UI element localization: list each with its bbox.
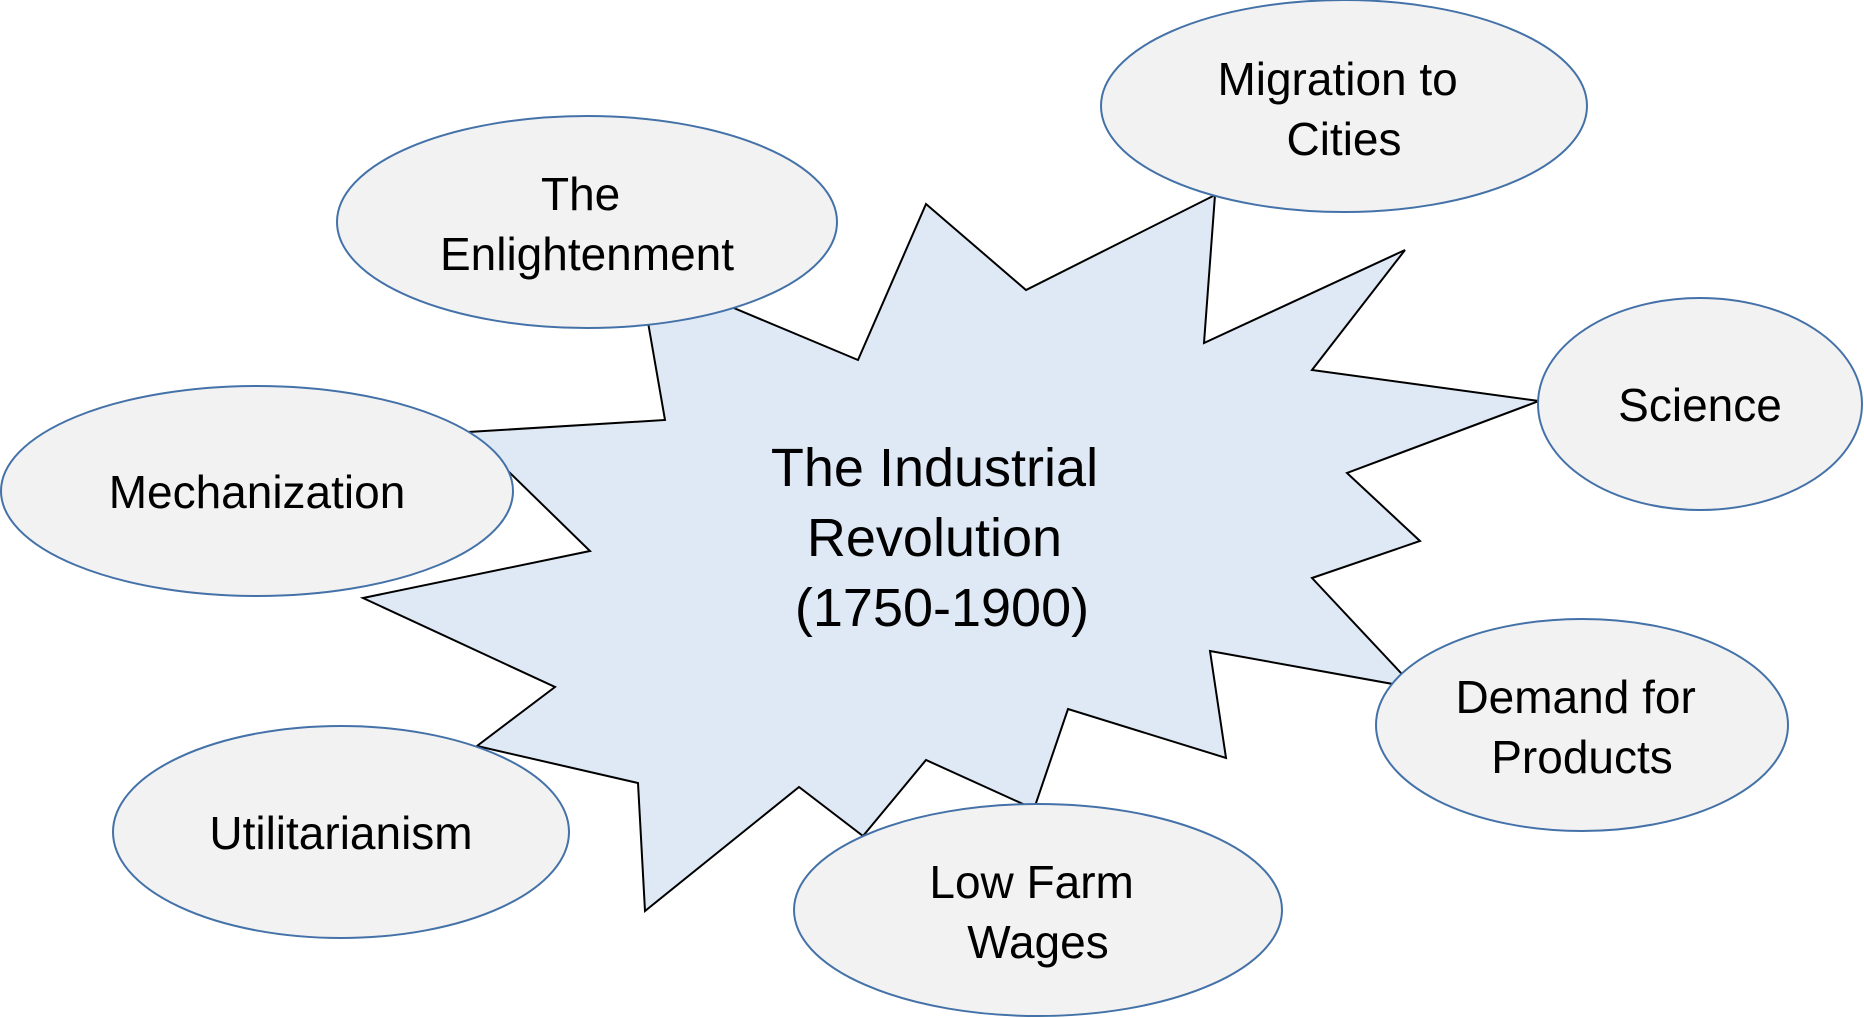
- oval-mechanization: [0, 385, 514, 597]
- svg-text:The Enlightenment: The Enlightenment: [440, 168, 734, 280]
- node-mechanization: Mechanization: [0, 385, 514, 597]
- node-low-farm-wages: Low Farm Wages: [793, 803, 1283, 1017]
- svg-text:Utilitarianism: Utilitarianism: [209, 807, 472, 859]
- svg-text:Migration to Cities: Migration to Cities: [1217, 53, 1470, 165]
- oval-migration-to-cities: [1100, 0, 1588, 213]
- label-migration-to-cities-line2: Cities: [1286, 113, 1401, 165]
- center-title: The Industrial Revolution (1750-1900): [771, 438, 1113, 638]
- svg-text:Demand for Products: Demand for Products: [1455, 671, 1708, 783]
- center-title-line1: The Industrial: [771, 438, 1098, 498]
- svg-text:Low Farm Wages: Low Farm Wages: [929, 856, 1146, 968]
- oval-the-enlightenment: [336, 115, 838, 329]
- label-the-enlightenment-line2: Enlightenment: [440, 228, 734, 280]
- label-demand-for-products-line2: Products: [1491, 731, 1673, 783]
- label-migration-to-cities-line1: Migration to: [1217, 53, 1457, 105]
- label-low-farm-wages-line1: Low Farm: [929, 856, 1133, 908]
- center-title-line2: Revolution: [807, 508, 1062, 568]
- label-mechanization: Mechanization: [109, 466, 406, 518]
- svg-text:Mechanization: Mechanization: [109, 466, 406, 518]
- label-the-enlightenment-line1: The: [541, 168, 620, 220]
- label-low-farm-wages-line2: Wages: [967, 916, 1108, 968]
- node-demand-for-products: Demand for Products: [1375, 618, 1789, 832]
- oval-science: [1537, 297, 1863, 511]
- node-the-enlightenment: The Enlightenment: [336, 115, 838, 329]
- label-demand-for-products-line1: Demand for: [1455, 671, 1695, 723]
- label-utilitarianism: Utilitarianism: [209, 807, 472, 859]
- label-science: Science: [1618, 379, 1782, 431]
- center-title-line3: (1750-1900): [795, 578, 1089, 638]
- node-utilitarianism: Utilitarianism: [112, 725, 570, 939]
- oval-demand-for-products: [1375, 618, 1789, 832]
- oval-utilitarianism: [112, 725, 570, 939]
- oval-low-farm-wages: [793, 803, 1283, 1017]
- svg-text:Science: Science: [1618, 379, 1782, 431]
- node-science: Science: [1537, 297, 1863, 511]
- node-migration-to-cities: Migration to Cities: [1100, 0, 1588, 213]
- central-starburst: [359, 193, 1540, 914]
